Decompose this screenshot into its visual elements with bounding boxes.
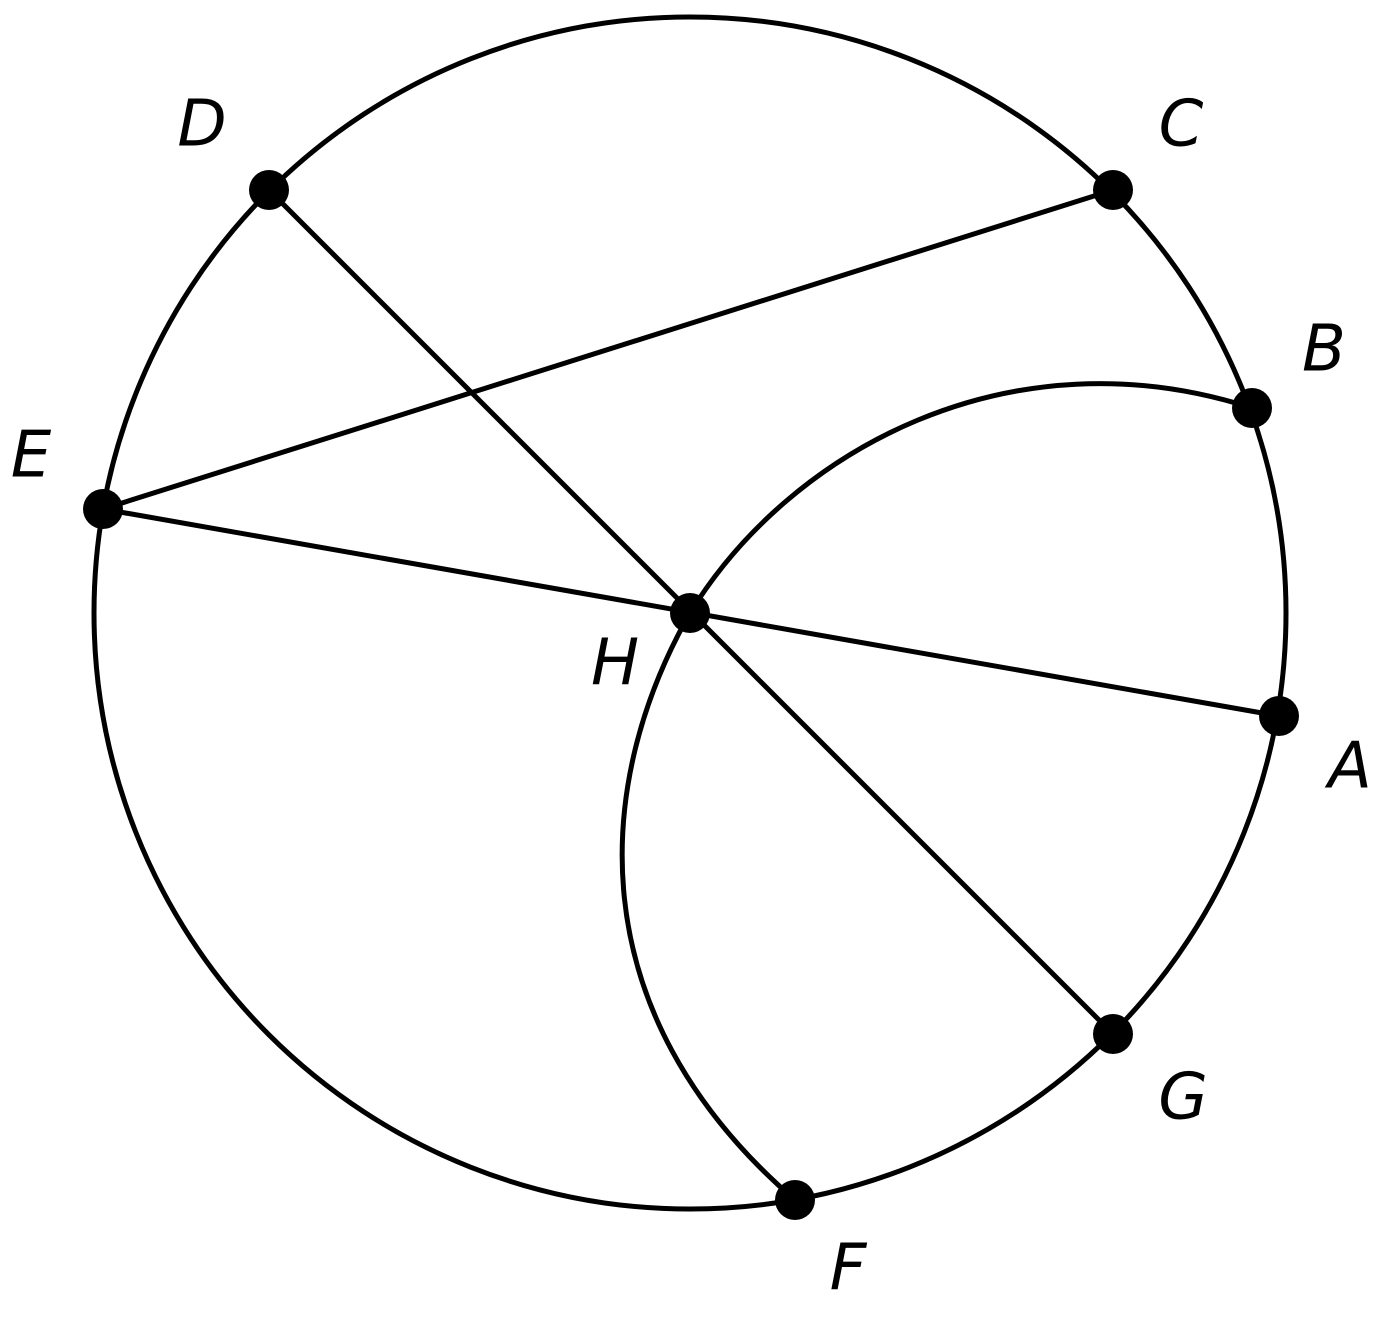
point-H: [670, 593, 710, 633]
point-D: [249, 170, 289, 210]
point-F: [775, 1180, 815, 1220]
point-A: [1259, 696, 1299, 736]
main-circle: [91, 14, 1289, 1212]
point-G: [1093, 1014, 1133, 1054]
segment-EC: [100, 187, 1116, 512]
point-E: [83, 489, 123, 529]
label-G: G: [1158, 1061, 1208, 1135]
points-layer: [83, 170, 1299, 1220]
label-A: A: [1324, 730, 1372, 804]
label-E: E: [11, 419, 52, 493]
label-C: C: [1159, 88, 1204, 162]
point-B: [1232, 388, 1272, 428]
labels-layer: D C B E H A G F: [11, 88, 1372, 1306]
point-C: [1093, 170, 1133, 210]
label-H: H: [591, 627, 639, 701]
label-D: D: [177, 88, 226, 162]
label-B: B: [1302, 313, 1346, 387]
label-F: F: [830, 1232, 868, 1306]
